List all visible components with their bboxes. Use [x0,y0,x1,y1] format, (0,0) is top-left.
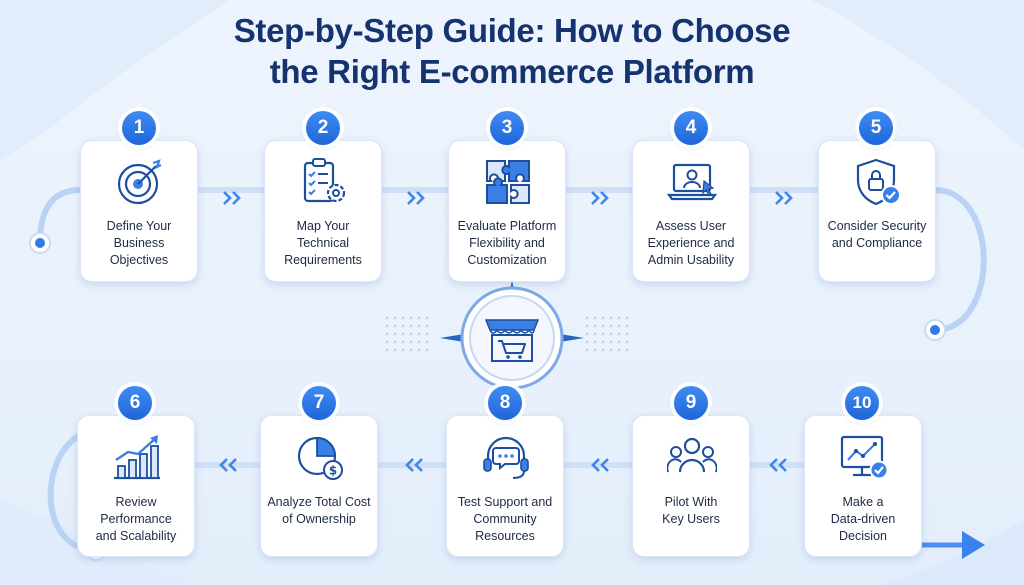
chevron-left-double-icon [405,458,423,472]
step-10-label-line-2: Data-driven [830,512,896,526]
step-card-8: Test Support and Community Resources [446,415,564,557]
chevron-right-double-icon [223,191,241,205]
step-9-label-line-1: Pilot With [664,495,718,509]
step-card-9: Pilot With Key Users [632,415,750,557]
step-number-badge-7: 7 [302,386,336,420]
page-title: Step-by-Step Guide: How to Choose the Ri… [0,10,1024,92]
step-5-label-line-2: and Compliance [831,236,923,250]
step-4-label-line-1: Assess User [655,219,727,233]
step-card-3: Evaluate Platform Flexibility and Custom… [448,140,566,282]
step-2-label-line-3: Requirements [284,253,362,267]
step-7-label-line-2: of Ownership [282,512,356,526]
step-7-label-line-1: Analyze Total Cost [267,495,371,509]
step-number-badge-4: 4 [674,111,708,145]
laptop-user-icon [667,163,717,201]
step-6-label-line-2: and Scalability [95,529,177,543]
step-card-7: $ Analyze Total Cost of Ownership [260,415,378,557]
checklist-gear-icon [303,158,346,203]
step-number-badge-3: 3 [490,111,524,145]
step-5-label-line-1: Consider Security [827,219,927,233]
step-card-5: Consider Security and Compliance [818,140,936,282]
storefront-cart-icon [440,280,584,395]
step-6-label-line-1: Review Performance [100,495,172,526]
step-3-label-line-1: Evaluate Platform [457,219,557,233]
chevron-left-double-icon [591,458,609,472]
path-start-dot [29,232,51,254]
step-8-label-line-1: Test Support and [457,495,553,509]
users-group-icon [667,437,717,473]
chevron-left-double-icon [219,458,237,472]
step-card-10: Make a Data-driven Decision [804,415,922,557]
step-card-6: Review Performance and Scalability [77,415,195,557]
step-1-label-line-1: Define Your [106,219,172,233]
growth-chart-icon [114,435,160,480]
step-number-badge-8: 8 [488,386,522,420]
step-3-label-line-3: Customization [467,253,547,267]
step-card-2: Map Your Technical Requirements [264,140,382,282]
title-line-1: Step-by-Step Guide: How to Choose [233,12,791,49]
pie-chart-dollar-icon: $ [297,436,343,480]
step-10-label-line-3: Decision [839,529,887,543]
target-icon [117,159,162,205]
step-3-label-line-2: Flexibility and [469,236,545,250]
step-1-label-line-2: Business [113,236,165,250]
step-number-badge-9: 9 [674,386,708,420]
puzzle-icon [486,160,530,204]
step-number-badge-10: 10 [845,386,879,420]
step-number-badge-6: 6 [118,386,152,420]
step-2-label-line-1: Map Your [296,219,350,233]
title-line-2: the Right E-commerce Platform [269,53,755,90]
step-number-badge-1: 1 [122,111,156,145]
step-9-label-line-2: Key Users [662,512,720,526]
step-card-1: Define Your Business Objectives [80,140,198,282]
shield-lock-icon [856,158,901,206]
step-8-label-line-2: Community Resources [473,512,537,543]
step-4-label-line-2: Experience and [647,236,735,250]
chevron-left-double-icon [769,458,787,472]
chevron-right-double-icon [775,191,793,205]
step-1-label-line-3: Objectives [109,253,169,267]
path-turn-dot [924,319,946,341]
svg-text:$: $ [329,464,337,478]
step-number-badge-5: 5 [859,111,893,145]
chevron-right-double-icon [407,191,425,205]
step-number-badge-2: 2 [306,111,340,145]
step-2-label-line-2: Technical [296,236,350,250]
monitor-chart-check-icon [840,435,889,480]
chevron-right-double-icon [591,191,609,205]
step-4-label-line-3: Admin Usability [647,253,735,267]
step-card-4: Assess User Experience and Admin Usabili… [632,140,750,282]
headset-chat-icon [483,436,529,479]
step-10-label-line-1: Make a [842,495,884,509]
